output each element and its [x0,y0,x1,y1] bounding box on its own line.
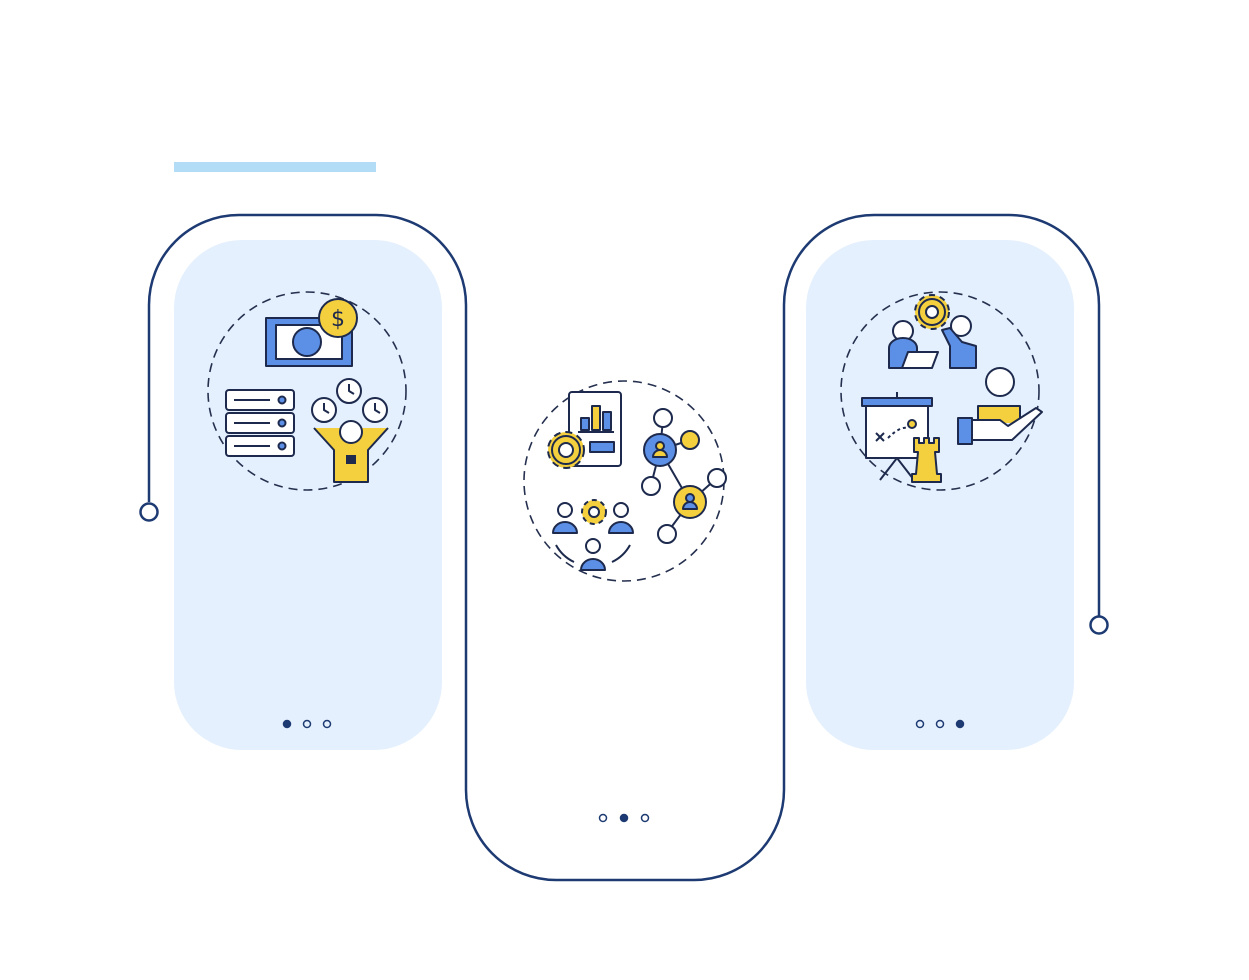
pagination-dot [302,719,312,729]
strategy-collaboration-icon [840,291,1043,491]
card-left-pagination [282,719,332,729]
pagination-dot [598,813,608,823]
connector-outline [147,213,1101,882]
pagination-dot [915,719,925,729]
card-left-background [174,240,442,750]
card-right-background [806,240,1074,750]
team-network-analytics-icon [523,380,727,582]
card-middle-pagination [598,813,650,823]
pagination-dot [322,719,332,729]
connector-end-node [1089,615,1109,635]
header-bar [174,162,376,172]
pagination-dot [619,813,629,823]
svg-text:$: $ [331,307,345,332]
pagination-dot [282,719,292,729]
pagination-dot [935,719,945,729]
pagination-dot [955,719,965,729]
card-right-pagination [915,719,965,729]
pagination-dot [640,813,650,823]
finance-time-resources-icon: $ [207,291,407,491]
connector-start-node [139,502,159,522]
